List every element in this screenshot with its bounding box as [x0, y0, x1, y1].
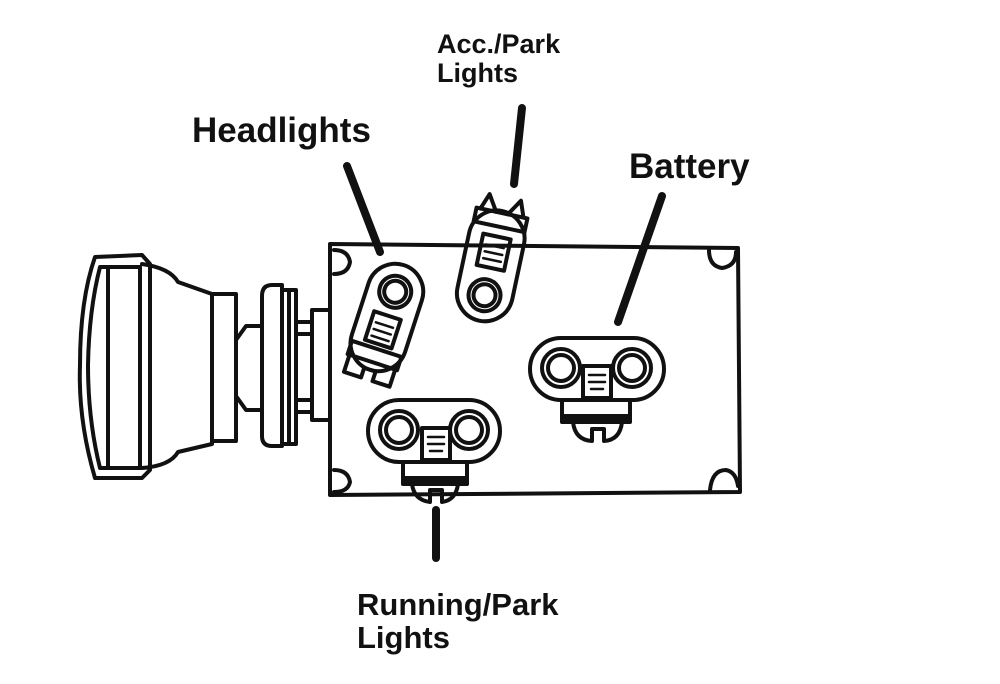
acc-park-lights-label: Acc./Park Lights	[437, 29, 561, 89]
acc-park-label-line2: Lights	[437, 58, 518, 89]
running-park-label-line2: Lights	[357, 620, 450, 656]
acc-park-leader-line	[510, 104, 526, 188]
running-park-lights-label: Running/Park Lights	[357, 588, 559, 655]
running-park-label-line1: Running/Park	[357, 587, 559, 622]
battery-terminal	[528, 336, 666, 443]
running-park-terminal	[366, 398, 502, 504]
battery-label: Battery	[629, 147, 750, 186]
headlights-terminal	[341, 261, 426, 389]
switch-knob	[77, 253, 238, 480]
acc-park-terminal	[454, 192, 530, 324]
battery-leader-line	[614, 192, 666, 326]
acc-park-label-line1: Acc./Park	[437, 29, 561, 59]
switch-shaft	[234, 283, 332, 448]
switch-body	[328, 242, 742, 497]
headlights-leader-line	[343, 162, 384, 256]
headlights-label: Headlights	[192, 111, 371, 150]
